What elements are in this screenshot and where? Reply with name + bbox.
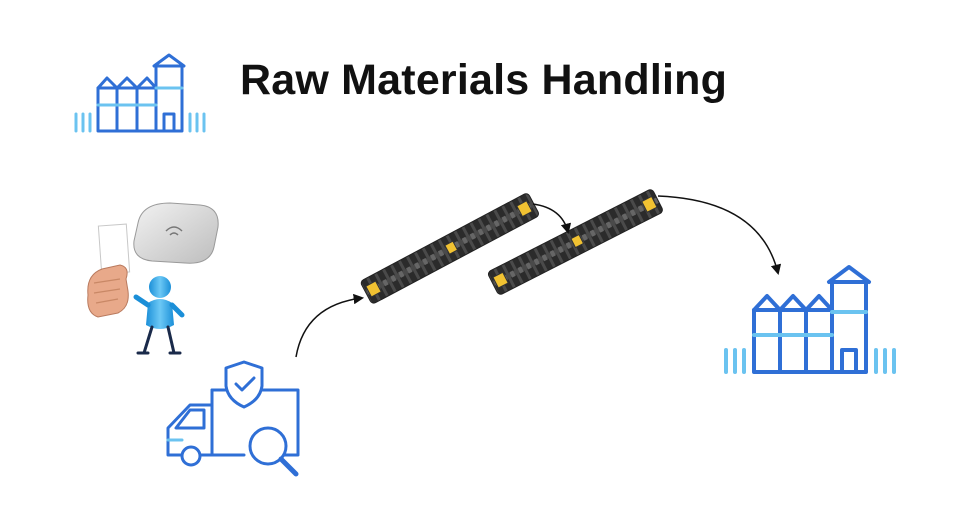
flow-arrow-icon — [296, 298, 362, 357]
silo-icon-large — [718, 262, 903, 382]
flow-arrow-icon — [533, 204, 568, 232]
